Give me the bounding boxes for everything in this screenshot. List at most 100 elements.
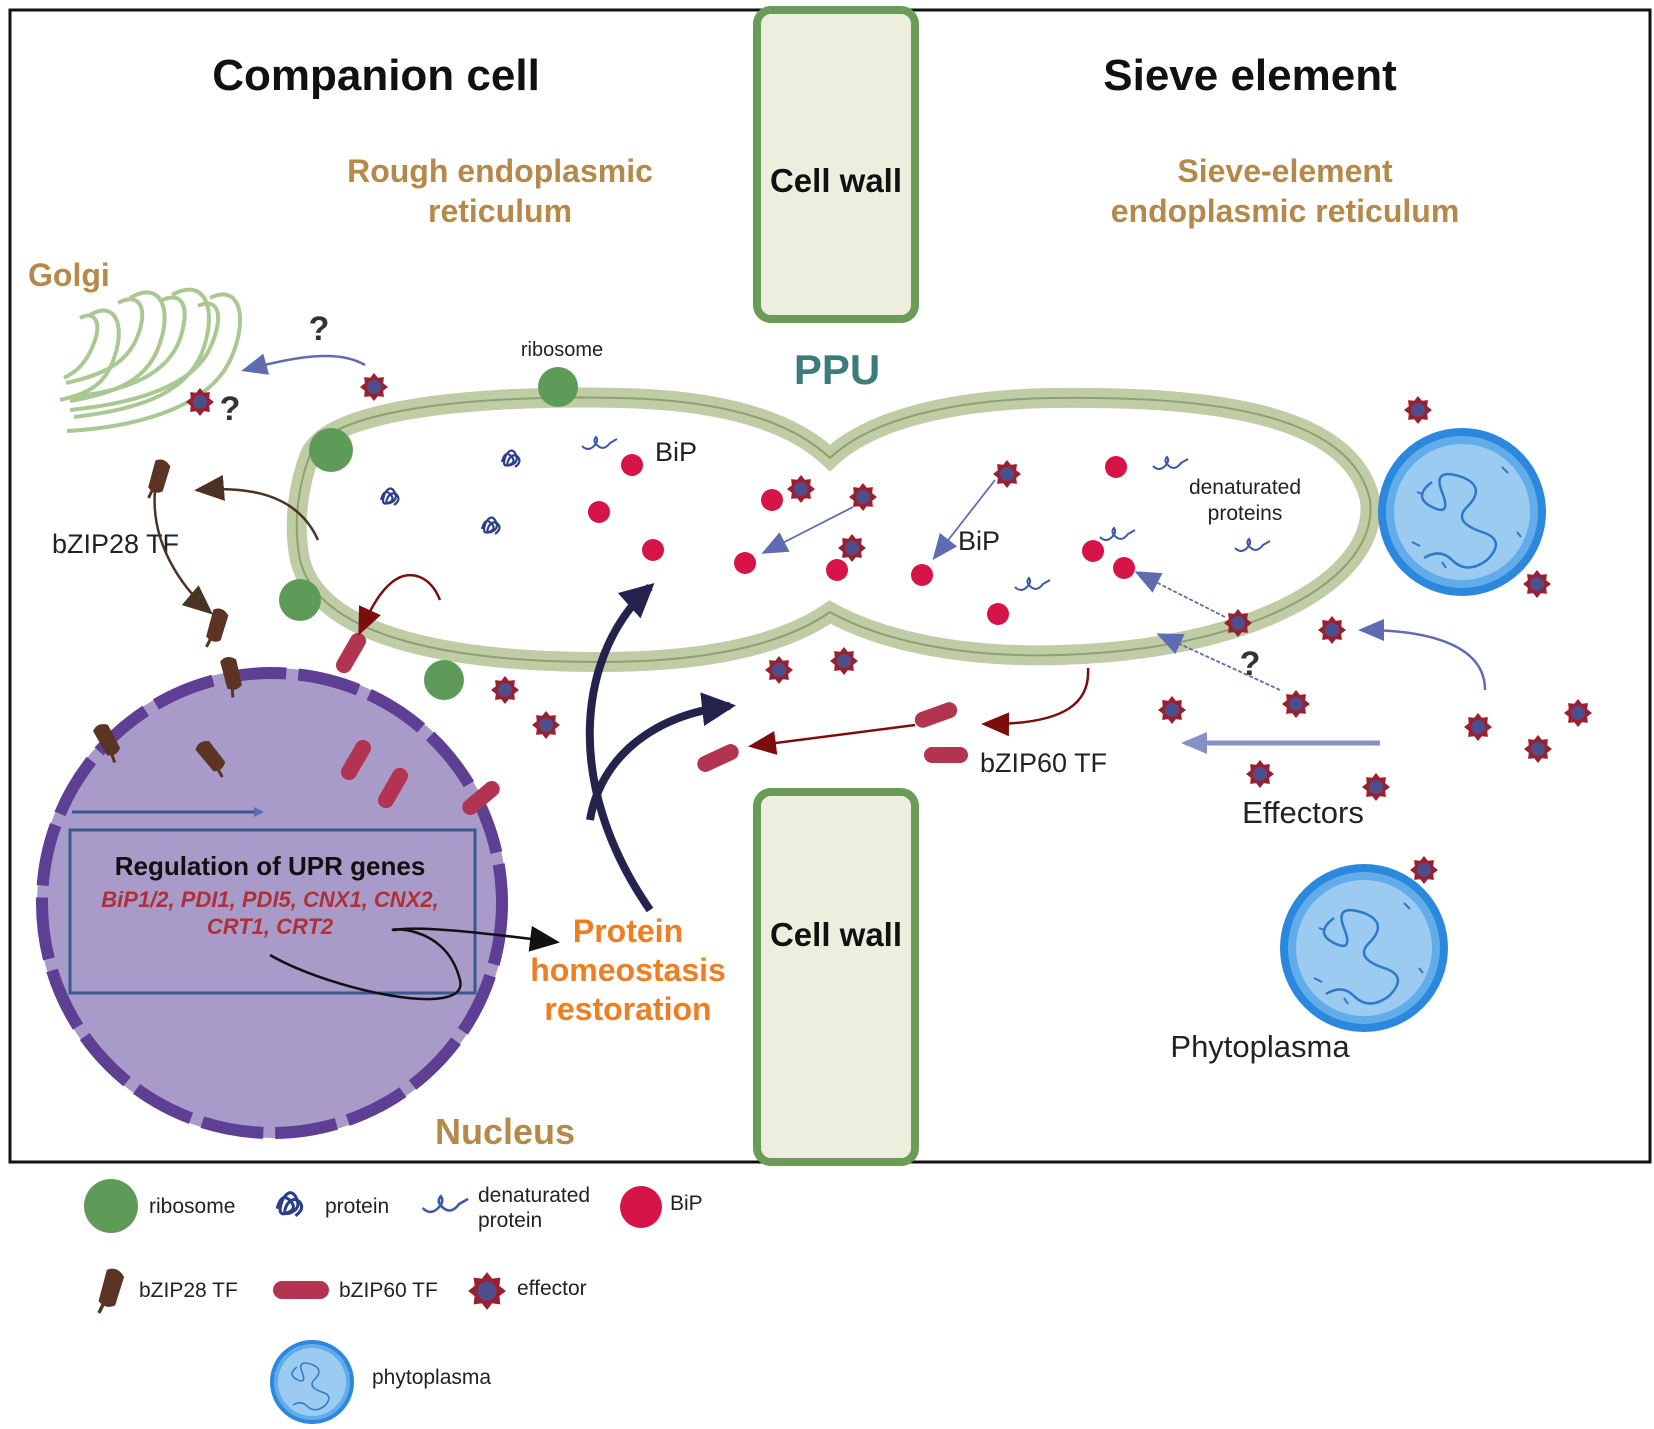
bip — [734, 552, 756, 574]
effector — [491, 676, 519, 704]
legend-denaturated-label-line1: denaturated — [478, 1184, 590, 1207]
effector — [360, 373, 388, 401]
bip — [826, 559, 848, 581]
effector — [849, 483, 877, 511]
legend: ribosome protein denaturated protein BiP… — [84, 1179, 703, 1424]
bip — [761, 489, 783, 511]
rough-er-label-line1: Rough endoplasmic — [347, 153, 653, 189]
nucleus-envelope — [36, 667, 508, 1139]
effector — [1246, 760, 1274, 788]
legend-protein-icon — [275, 1191, 304, 1218]
er-outline — [295, 396, 1372, 664]
effector — [1404, 396, 1432, 424]
effector — [1362, 773, 1390, 801]
effector — [1523, 570, 1551, 598]
effector — [1282, 690, 1310, 718]
phytoplasma-label: Phytoplasma — [1170, 1029, 1350, 1064]
legend-bip-icon — [620, 1186, 662, 1228]
effector-to-er-arrow — [1156, 633, 1281, 691]
effector-to-golgi-arrow — [241, 353, 366, 375]
bip — [642, 539, 664, 561]
upr-genes-line1: BiP1/2, PDI1, PDI5, CNX1, CNX2, — [101, 887, 438, 912]
sieve-element-title: Sieve element — [1103, 51, 1397, 100]
er-to-golgi-arrow — [194, 474, 320, 541]
effector-to-bip-arrow-1 — [761, 506, 854, 554]
legend-effector-icon — [468, 1272, 506, 1310]
question-mark-3: ? — [1240, 645, 1261, 683]
restoration-line1: Protein — [573, 913, 683, 949]
restoration-line3: restoration — [544, 991, 711, 1027]
bzip60-tf — [924, 747, 968, 763]
effector — [1410, 856, 1438, 884]
bip — [1082, 540, 1104, 562]
effector — [1158, 696, 1186, 724]
ribosome — [309, 428, 353, 472]
legend-phytoplasma-label: phytoplasma — [372, 1366, 491, 1389]
legend-bip-label: BiP — [670, 1192, 703, 1215]
effector — [838, 534, 866, 562]
rough-er-label-line2: reticulum — [428, 193, 572, 229]
er-splicing-arrow-left — [358, 573, 442, 636]
legend-phytoplasma-icon — [270, 1340, 354, 1424]
ribosome — [279, 579, 321, 621]
restoration-to-er-arrow — [585, 582, 655, 913]
phytoplasma — [1284, 868, 1444, 1028]
effector-entry-arrow — [1358, 619, 1487, 691]
restoration-to-tf-arrow — [586, 692, 736, 821]
legend-denaturated-label-line2: protein — [478, 1209, 542, 1232]
bip — [588, 501, 610, 523]
ribosome-label: ribosome — [521, 339, 603, 361]
effector — [993, 460, 1021, 488]
ppu-label: PPU — [794, 346, 880, 393]
er-splicing-arrow-right — [981, 667, 1090, 737]
upr-genes-line2: CRT1, CRT2 — [207, 914, 334, 939]
legend-denaturated-icon — [421, 1194, 469, 1214]
companion-cell-title: Companion cell — [212, 51, 540, 100]
legend-protein-label: protein — [325, 1195, 389, 1218]
se-er-label-line2: endoplasmic reticulum — [1111, 193, 1460, 229]
upr-box-title: Regulation of UPR genes — [115, 851, 426, 881]
denaturated-label-line2: proteins — [1208, 502, 1283, 525]
golgi-apparatus — [59, 287, 243, 433]
ribosome — [424, 660, 464, 700]
effector — [1464, 713, 1492, 741]
effector — [830, 647, 858, 675]
upr-regulation-box — [68, 828, 477, 995]
cell-wall-bottom-label: Cell wall — [770, 916, 902, 953]
bip-label-1: BiP — [655, 437, 697, 467]
bip — [911, 564, 933, 586]
cell-wall-top-label: Cell wall — [770, 162, 902, 199]
nucleus-label: Nucleus — [435, 1111, 575, 1152]
bzip60-label: bZIP60 TF — [980, 748, 1107, 778]
golgi-label: Golgi — [28, 257, 110, 293]
effectors-label: Effectors — [1242, 795, 1364, 830]
ribosome — [538, 367, 578, 407]
cell-wall-bottom — [753, 788, 919, 1166]
effector — [1224, 609, 1252, 637]
bip — [987, 603, 1009, 625]
effector — [1564, 699, 1592, 727]
effector-to-bip-arrow-2 — [932, 479, 996, 561]
effector — [787, 475, 815, 503]
legend-bzip28-icon — [97, 1268, 125, 1314]
restoration-line2: homeostasis — [530, 952, 726, 988]
phytoplasma — [1382, 432, 1542, 592]
effector — [765, 656, 793, 684]
legend-bzip60-label: bZIP60 TF — [339, 1279, 438, 1302]
effector — [1524, 735, 1552, 763]
bip — [1105, 456, 1127, 478]
effector-to-bip-arrow-3 — [1134, 571, 1226, 618]
bip — [1113, 557, 1135, 579]
question-mark-1: ? — [309, 310, 330, 348]
legend-bzip60-icon — [273, 1281, 329, 1299]
bzip60-to-nucleus-arrow — [748, 723, 916, 755]
upr-to-restoration-arrow — [269, 925, 560, 1001]
golgi-to-nucleus-arrow — [153, 489, 214, 615]
effector — [1318, 616, 1346, 644]
bip — [621, 454, 643, 476]
legend-ribosome-icon — [84, 1179, 138, 1233]
effector — [186, 388, 214, 416]
legend-effector-label: effector — [517, 1277, 587, 1300]
se-er-label-line1: Sieve-element — [1177, 153, 1393, 189]
